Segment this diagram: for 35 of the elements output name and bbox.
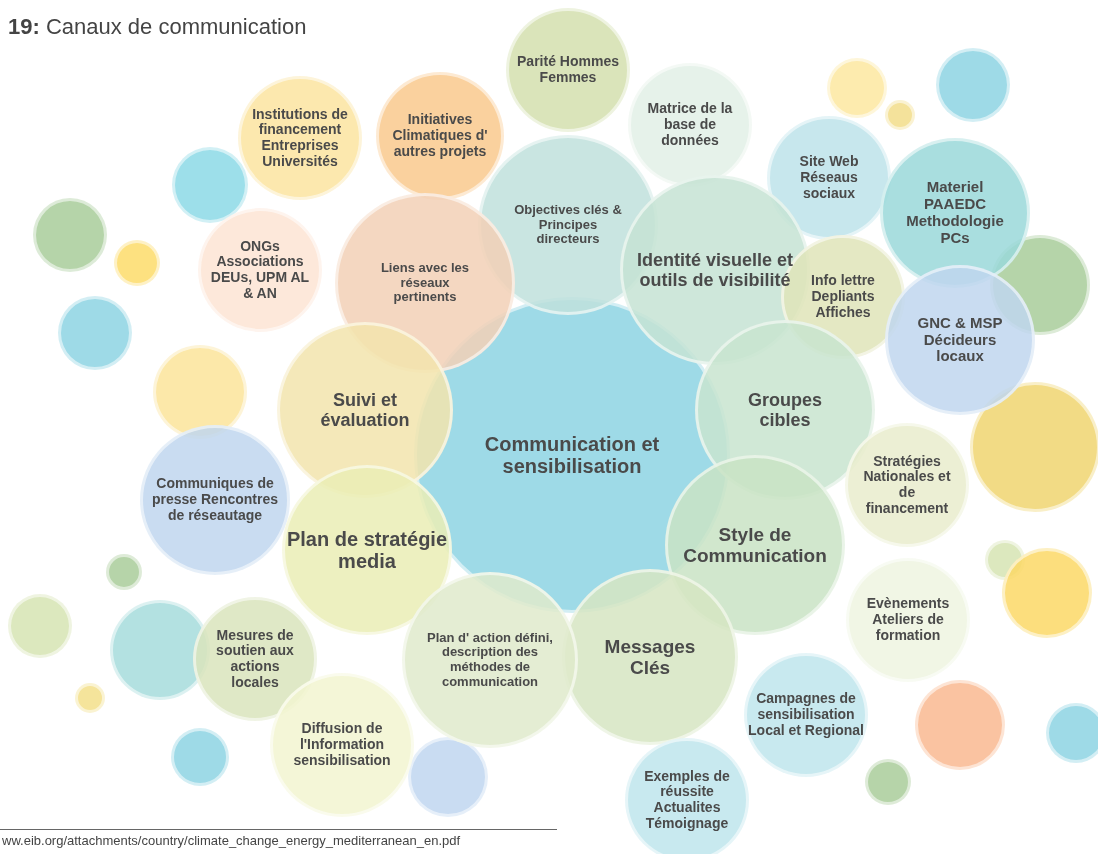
source-url: ww.eib.org/attachments/country/climate_change_energy_mediterranean_en.pdf [2, 833, 461, 848]
bubble-label: Groupes cibles [747, 389, 823, 431]
bubble-label: Messages Clés [603, 635, 697, 679]
bubble-label: Materiel PAAEDC Methodologie PCs [905, 179, 1005, 247]
circle-bubble [865, 759, 911, 805]
bubble-label: GNC & MSP Décideurs locaux [916, 314, 1004, 366]
bubble-label: Campagnes de sensibilisation Local et Regional [747, 691, 865, 739]
bubble-label: Evènements Ateliers de formation [865, 596, 951, 644]
bubble-label: Communiques de presse Rencontres de réseautage [150, 476, 280, 524]
bubble-label: Communication et sensibilisation [483, 432, 661, 478]
bubble-label: Plan de stratégie media [285, 527, 449, 573]
circle-bubble [885, 100, 915, 130]
circle-bubble [75, 683, 105, 713]
bubble-label: Plan d' action défini, description des méthodes de communication [426, 630, 554, 690]
circle-bubble [1046, 703, 1098, 763]
bubble-label: Liens avec les réseaux pertinents [379, 261, 471, 305]
circle-bubble [827, 58, 887, 118]
bubble-label: Parité Hommes Femmes [516, 54, 620, 86]
bubble-label: Suivi et évaluation [319, 389, 411, 431]
circle-bubble [114, 240, 160, 286]
bubble-label: Initiatives Climatiques d' autres projets [391, 112, 489, 160]
bubble-label: Stratégies Nationales et de financement [862, 453, 952, 517]
bubble-label: Site Web Réseaus sociaux [798, 154, 860, 202]
bubble-label: Institutions de financement Entreprises Universités [251, 106, 349, 170]
bubble-label: Diffusion de l'Information sensibilisation [292, 721, 392, 769]
bubble-label: Style de Communication [682, 523, 828, 567]
bubble-label: Identité visuelle et outils de visibilité [635, 249, 795, 291]
bubble-label: ONGs Associations DEUs, UPM AL & AN [210, 238, 310, 302]
bubble-label: Mesures de soutien aux actions locales [215, 627, 295, 691]
circle-bubble [106, 554, 142, 590]
bubble-label: Exemples de réussite Actualites Témoignage [643, 768, 731, 832]
bubble-label: Objectives clés & Principes directeurs [513, 203, 623, 247]
figure-title: 19: Canaux de communication [8, 14, 307, 40]
bubble-label: Info lettre Depliants Affiches [810, 273, 876, 321]
bubble-label: Matrice de la base de données [646, 101, 734, 149]
